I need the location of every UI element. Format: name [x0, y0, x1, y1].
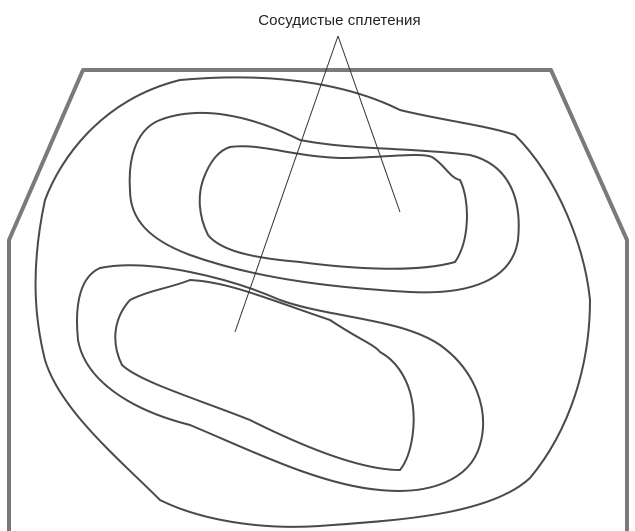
lower-lobe-outer-contour — [77, 265, 483, 491]
leader-line-to-upper-plexus — [338, 36, 400, 212]
callout-label: Сосудистые сплетения — [0, 12, 635, 29]
frame-outline — [9, 70, 627, 531]
outer-contour — [36, 77, 590, 527]
lower-plexus-contour — [115, 280, 413, 470]
upper-plexus-contour — [200, 146, 467, 269]
